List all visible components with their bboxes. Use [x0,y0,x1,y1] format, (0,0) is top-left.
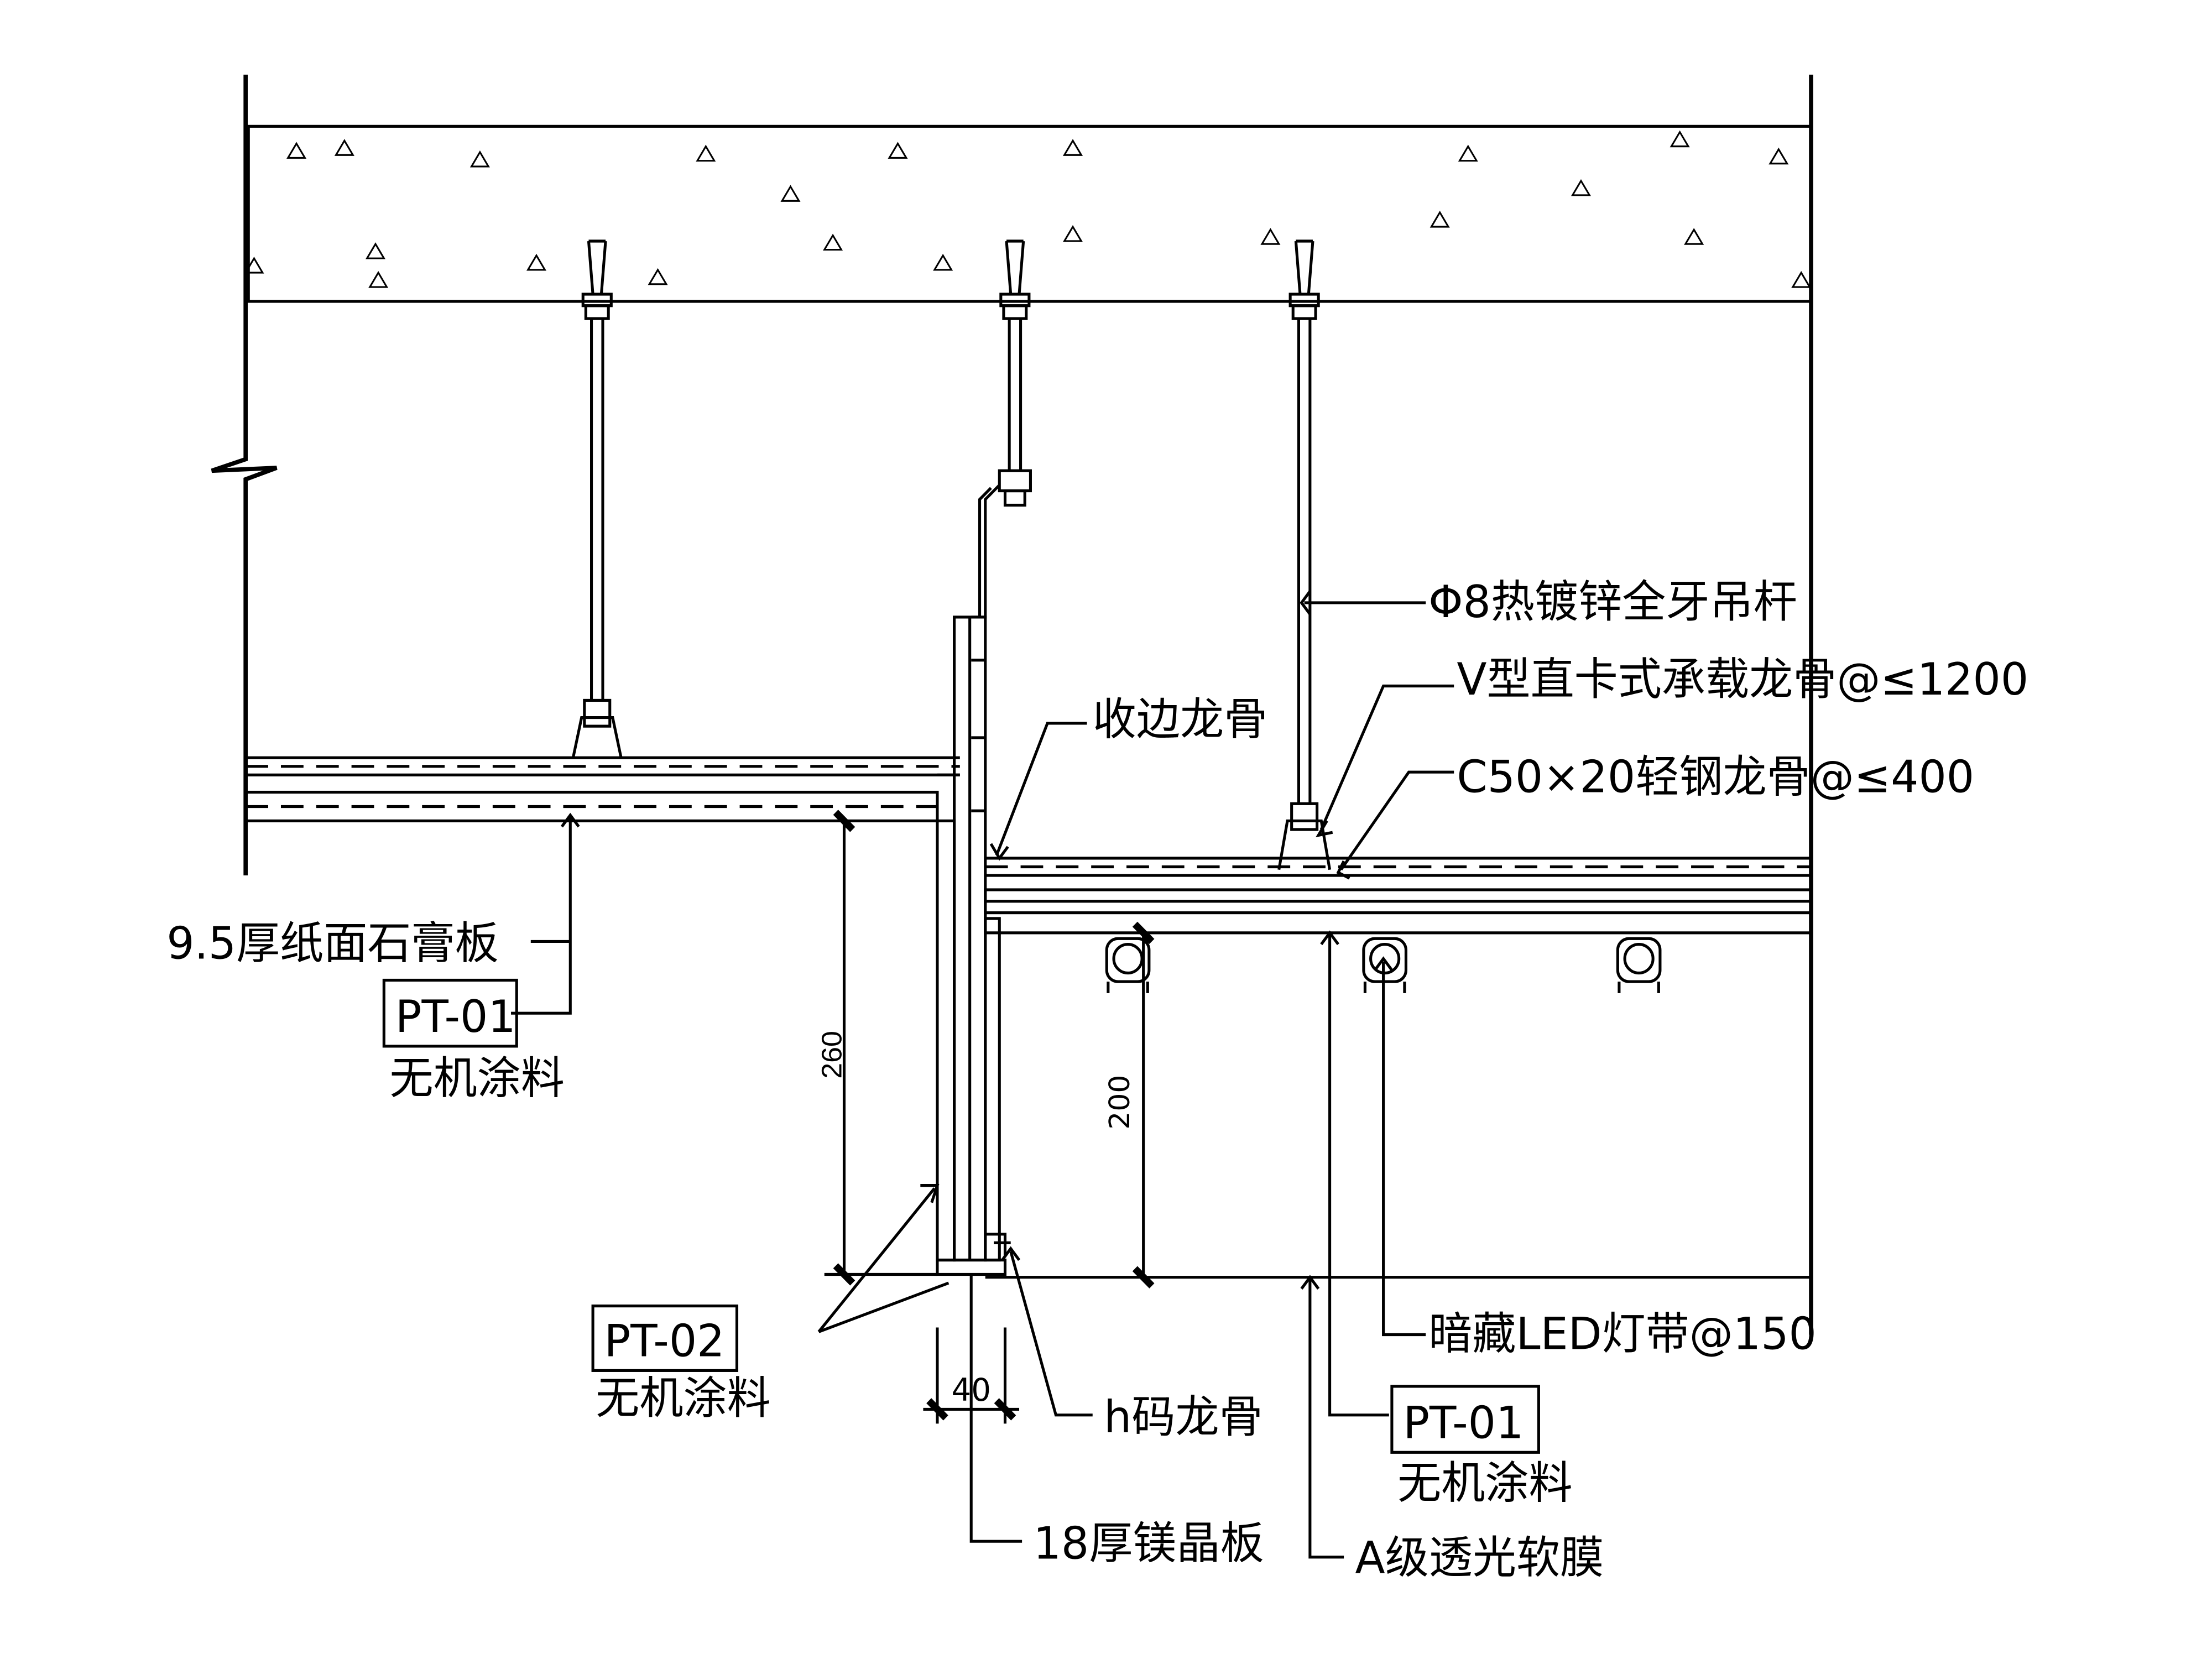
pt02-box [591,1304,739,1372]
edge-trim-label: 收边龙骨 [1093,693,1267,745]
hanger-rod-middle [971,239,1032,619]
led-fixture [1616,937,1662,993]
v-main-runner-label: V型直卡式承载龙骨@≤1200 [1457,653,2028,705]
mgo-board-label: 18厚镁晶板 [1034,1517,1264,1569]
pt01-left-box [382,978,518,1048]
pt02-desc: 无机涂料 [596,1373,770,1425]
gypsum-board-label: 9.5厚纸面石膏板 [166,917,499,969]
left-wall-line [211,74,278,876]
hanger-rod-left [571,239,623,758]
dimension-260-value: 260 [816,1031,848,1079]
pt01-left-code: PT-01 [395,990,516,1042]
drop-soffit [936,615,1011,1276]
dimension-200: 200 [1104,921,1155,1288]
lower-ceiling-assembly [984,857,1813,1279]
pt02-code: PT-02 [604,1315,725,1367]
dimension-200-value: 200 [1104,1075,1137,1130]
c-stud-label: C50×20轻钢龙骨@≤400 [1457,751,1974,803]
hanger-rod-right [1277,239,1332,870]
pt01-right-box [1390,1385,1540,1454]
upper-ceiling-assembly [244,756,960,823]
hanger-rod-label: Φ8热镀锌全牙吊杆 [1428,576,1797,628]
dimension-260: 260 [816,810,937,1286]
led-strip-label: 暗藏LED灯带@150 [1428,1308,1817,1360]
h-runner-label: h码龙骨 [1104,1391,1263,1443]
pt01-right-desc: 无机涂料 [1397,1457,1572,1509]
pt01-left-desc: 无机涂料 [390,1052,565,1104]
soft-film-label: A级透光软膜 [1355,1532,1604,1584]
leader-lines [511,590,1454,1559]
pt01-right-code: PT-01 [1403,1397,1524,1449]
concrete-slab [244,124,1813,303]
